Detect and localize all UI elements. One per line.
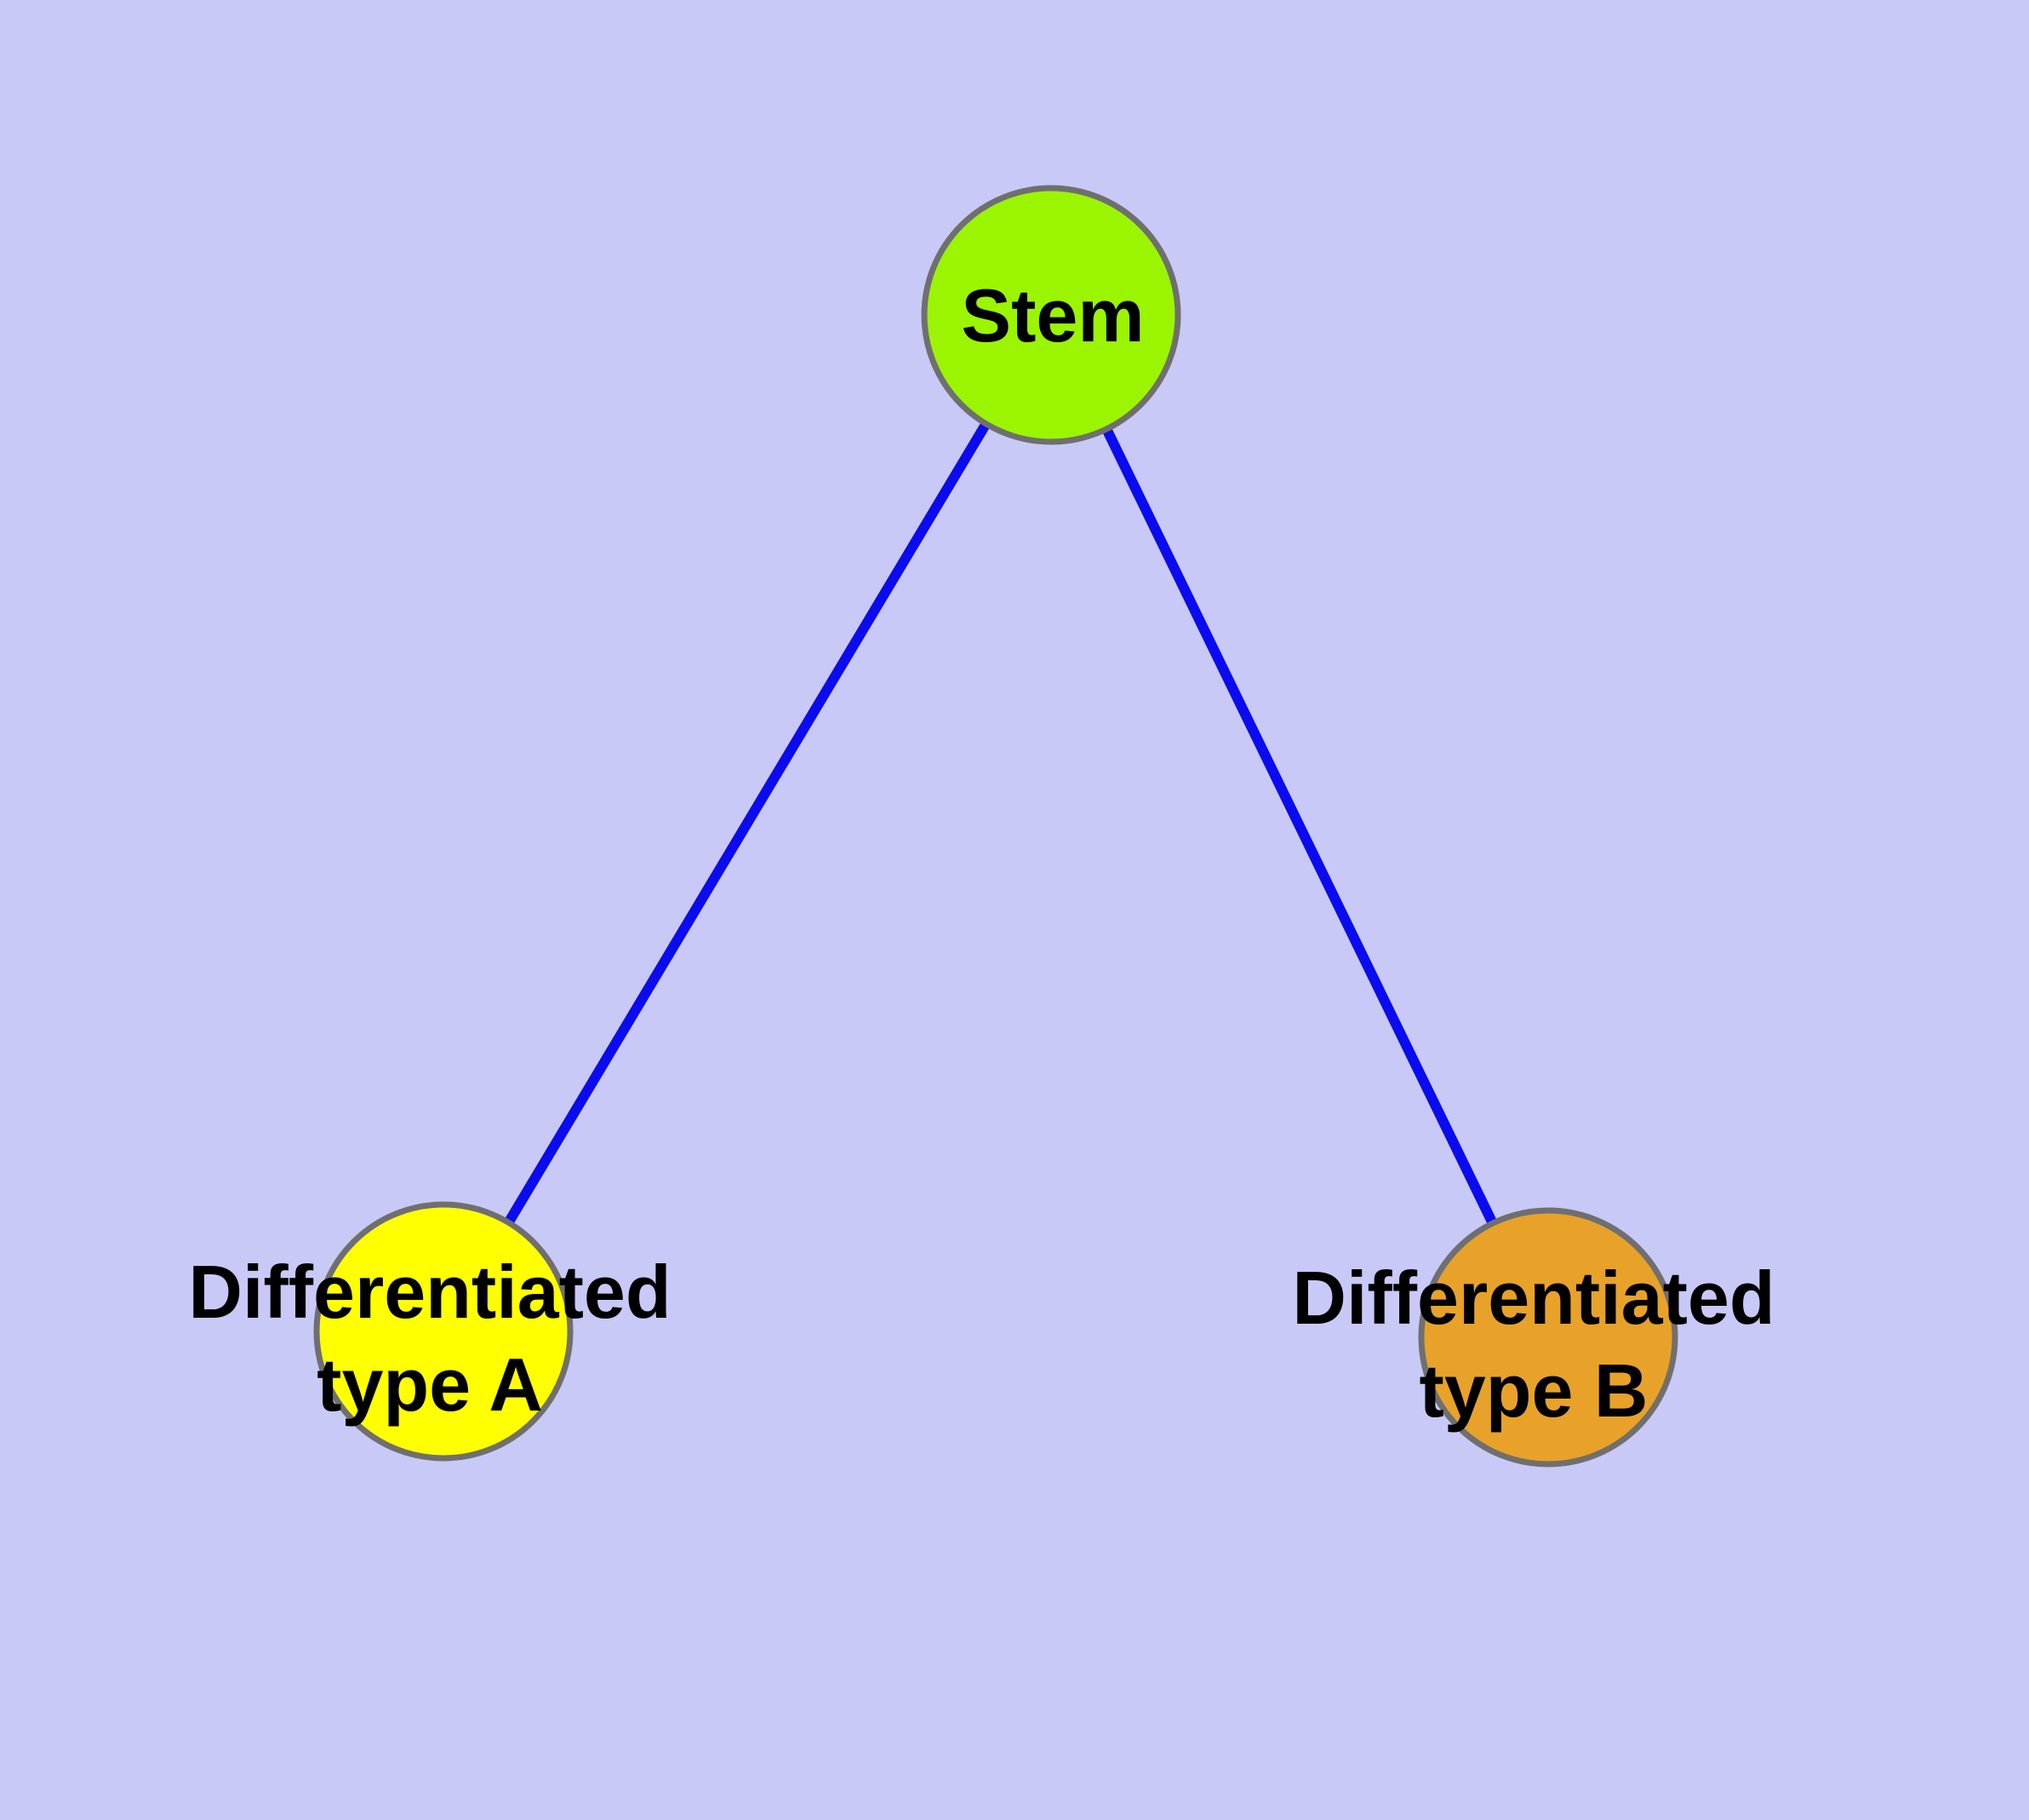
node-label-stem: Stem [961,273,1144,358]
node-label-type-a-line2: type A [317,1342,543,1427]
edge-stem-to-type-a [438,312,1056,1335]
node-label-type-a-line1: Differentiated [188,1250,671,1334]
node-differentiated-type-a [313,1201,574,1462]
node-stem [921,185,1181,445]
node-label-type-b-line2: type B [1420,1348,1649,1433]
node-label-type-b-line1: Differentiated [1292,1256,1775,1340]
edge-stem-to-type-b [1046,312,1553,1340]
node-differentiated-type-b [1418,1207,1678,1468]
